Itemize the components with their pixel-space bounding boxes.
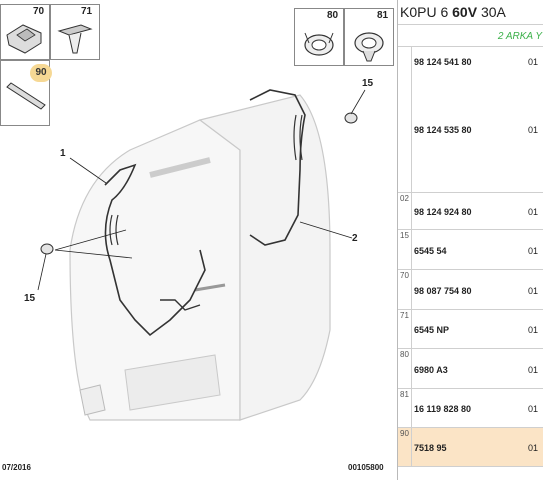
panel-header: K0PU 6 60V 30A xyxy=(398,0,543,24)
parts-row-15[interactable]: 15 6545 54 01 xyxy=(398,230,543,270)
header-prefix: K0PU 6 xyxy=(400,4,453,20)
thumb-part-70[interactable]: 70 xyxy=(0,4,50,60)
part-number[interactable]: 98 124 541 80 xyxy=(414,57,472,67)
row-index: 71 xyxy=(398,310,412,348)
row-index: 80 xyxy=(398,349,412,388)
part-number[interactable]: 6980 A3 xyxy=(414,365,448,375)
parts-row-70[interactable]: 70 98 087 754 80 01 xyxy=(398,270,543,310)
thumb-label-80: 80 xyxy=(327,10,339,21)
thumb-label-90: 90 xyxy=(30,64,52,82)
part-qty: 01 xyxy=(528,125,539,135)
strip-90-icon xyxy=(6,82,46,110)
thumb-part-80[interactable]: 80 xyxy=(294,8,344,66)
part-qty: 01 xyxy=(528,404,539,414)
header-suffix: 30A xyxy=(477,4,506,20)
panel-subtitle: 2 ARKA Y xyxy=(398,24,543,47)
row-index: 90 xyxy=(398,428,412,466)
thumb-label-70: 70 xyxy=(33,6,45,17)
row-index: 02 xyxy=(398,193,412,229)
row-index xyxy=(398,47,412,192)
part-number[interactable]: 98 087 754 80 xyxy=(414,286,472,296)
clamp-81-icon xyxy=(354,32,384,62)
row-index: 70 xyxy=(398,270,412,309)
callout-2[interactable]: 2 xyxy=(352,233,358,244)
callout-15-top[interactable]: 15 xyxy=(362,78,374,89)
thumb-part-81[interactable]: 81 xyxy=(344,8,394,66)
part-number[interactable]: 6545 54 xyxy=(414,246,447,256)
part-qty: 01 xyxy=(528,443,539,453)
parts-row-01[interactable]: 98 124 541 80 01 98 124 535 80 01 xyxy=(398,47,543,193)
parts-list-panel: K0PU 6 60V 30A 2 ARKA Y 98 124 541 80 01… xyxy=(397,0,543,480)
parts-row-02[interactable]: 02 98 124 924 80 01 xyxy=(398,193,543,230)
parts-diagram: 70 71 90 80 81 xyxy=(0,4,394,472)
row-index: 15 xyxy=(398,230,412,269)
thumb-label-81: 81 xyxy=(377,10,389,21)
part-number[interactable]: 6545 NP xyxy=(414,325,450,335)
part-number[interactable]: 7518 95 xyxy=(414,443,447,453)
thumb-label-71: 71 xyxy=(81,6,93,17)
rear-door-illustration xyxy=(37,89,366,421)
parts-row-90[interactable]: 90 7518 95 01 xyxy=(398,428,543,467)
part-qty: 01 xyxy=(528,325,539,335)
parts-row-80[interactable]: 80 6980 A3 01 xyxy=(398,349,543,389)
row-index: 81 xyxy=(398,389,412,427)
thumb-part-90[interactable]: 90 xyxy=(0,60,52,126)
parts-row-81[interactable]: 81 16 119 828 80 01 xyxy=(398,389,543,428)
part-qty: 01 xyxy=(528,365,539,375)
clip-71-icon xyxy=(57,24,93,54)
part-qty: 01 xyxy=(528,57,539,67)
footer-date: 07/2016 xyxy=(2,463,31,472)
part-number[interactable]: 16 119 828 80 xyxy=(414,404,472,414)
part-number[interactable]: 98 124 535 80 xyxy=(414,125,472,135)
footer-code: 00105800 xyxy=(348,463,384,472)
parts-row-71[interactable]: 71 6545 NP 01 xyxy=(398,310,543,349)
thumb-part-71[interactable]: 71 xyxy=(50,4,100,60)
part-qty: 01 xyxy=(528,207,539,217)
part-number[interactable]: 98 124 924 80 xyxy=(414,207,472,217)
callout-1[interactable]: 1 xyxy=(60,148,66,159)
clip-70-icon xyxy=(6,24,42,54)
clamp-80-icon xyxy=(304,32,334,56)
part-qty: 01 xyxy=(528,286,539,296)
part-qty: 01 xyxy=(528,246,539,256)
header-bold: 60V xyxy=(452,4,478,20)
callout-15-bottom[interactable]: 15 xyxy=(24,293,36,304)
